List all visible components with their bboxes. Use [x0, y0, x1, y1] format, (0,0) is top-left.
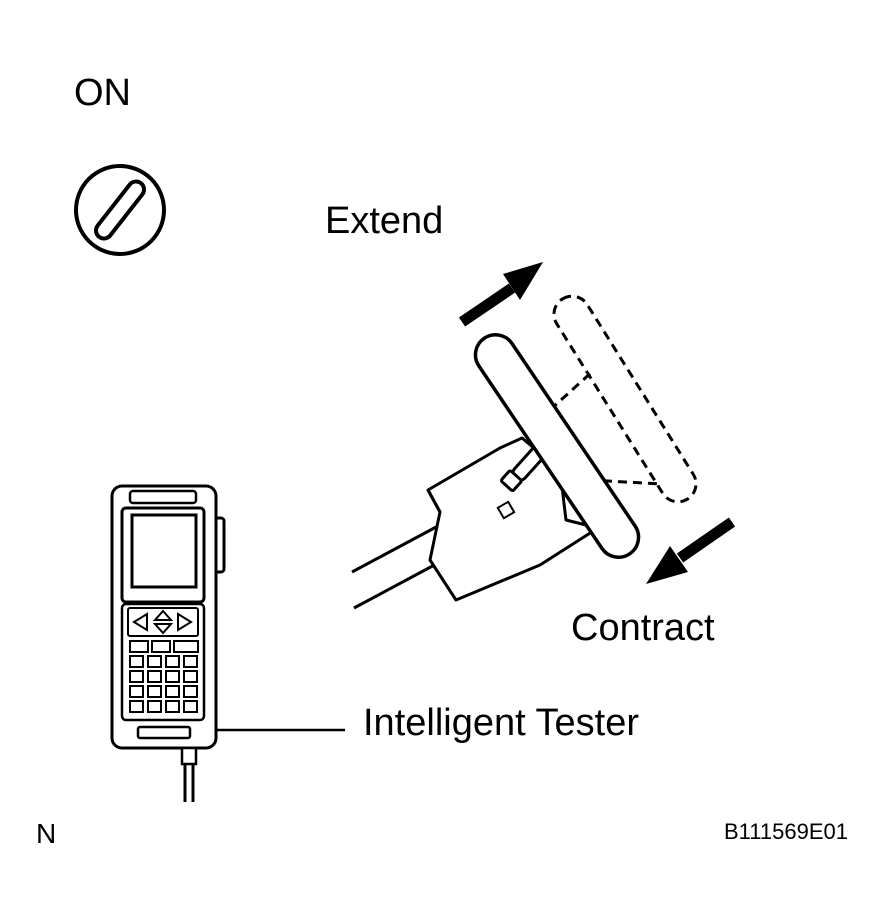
contract-arrow-icon — [646, 517, 736, 584]
tester-leader-line — [216, 728, 345, 732]
contract-label: Contract — [571, 607, 715, 649]
steering-shaft — [351, 524, 441, 610]
intelligent-tester-icon — [110, 484, 226, 802]
extended-wheel-outline — [548, 294, 698, 504]
ignition-state-label: ON — [74, 72, 131, 114]
steering-column-illustration — [351, 262, 736, 610]
tester-label: Intelligent Tester — [363, 702, 640, 744]
ignition-switch-icon — [74, 164, 166, 256]
steering-wheel — [473, 333, 641, 559]
figure-code: B111569E01 — [724, 819, 848, 844]
extend-arrow-icon — [458, 262, 543, 327]
corner-mark: N — [36, 818, 57, 849]
extend-label: Extend — [325, 200, 444, 242]
